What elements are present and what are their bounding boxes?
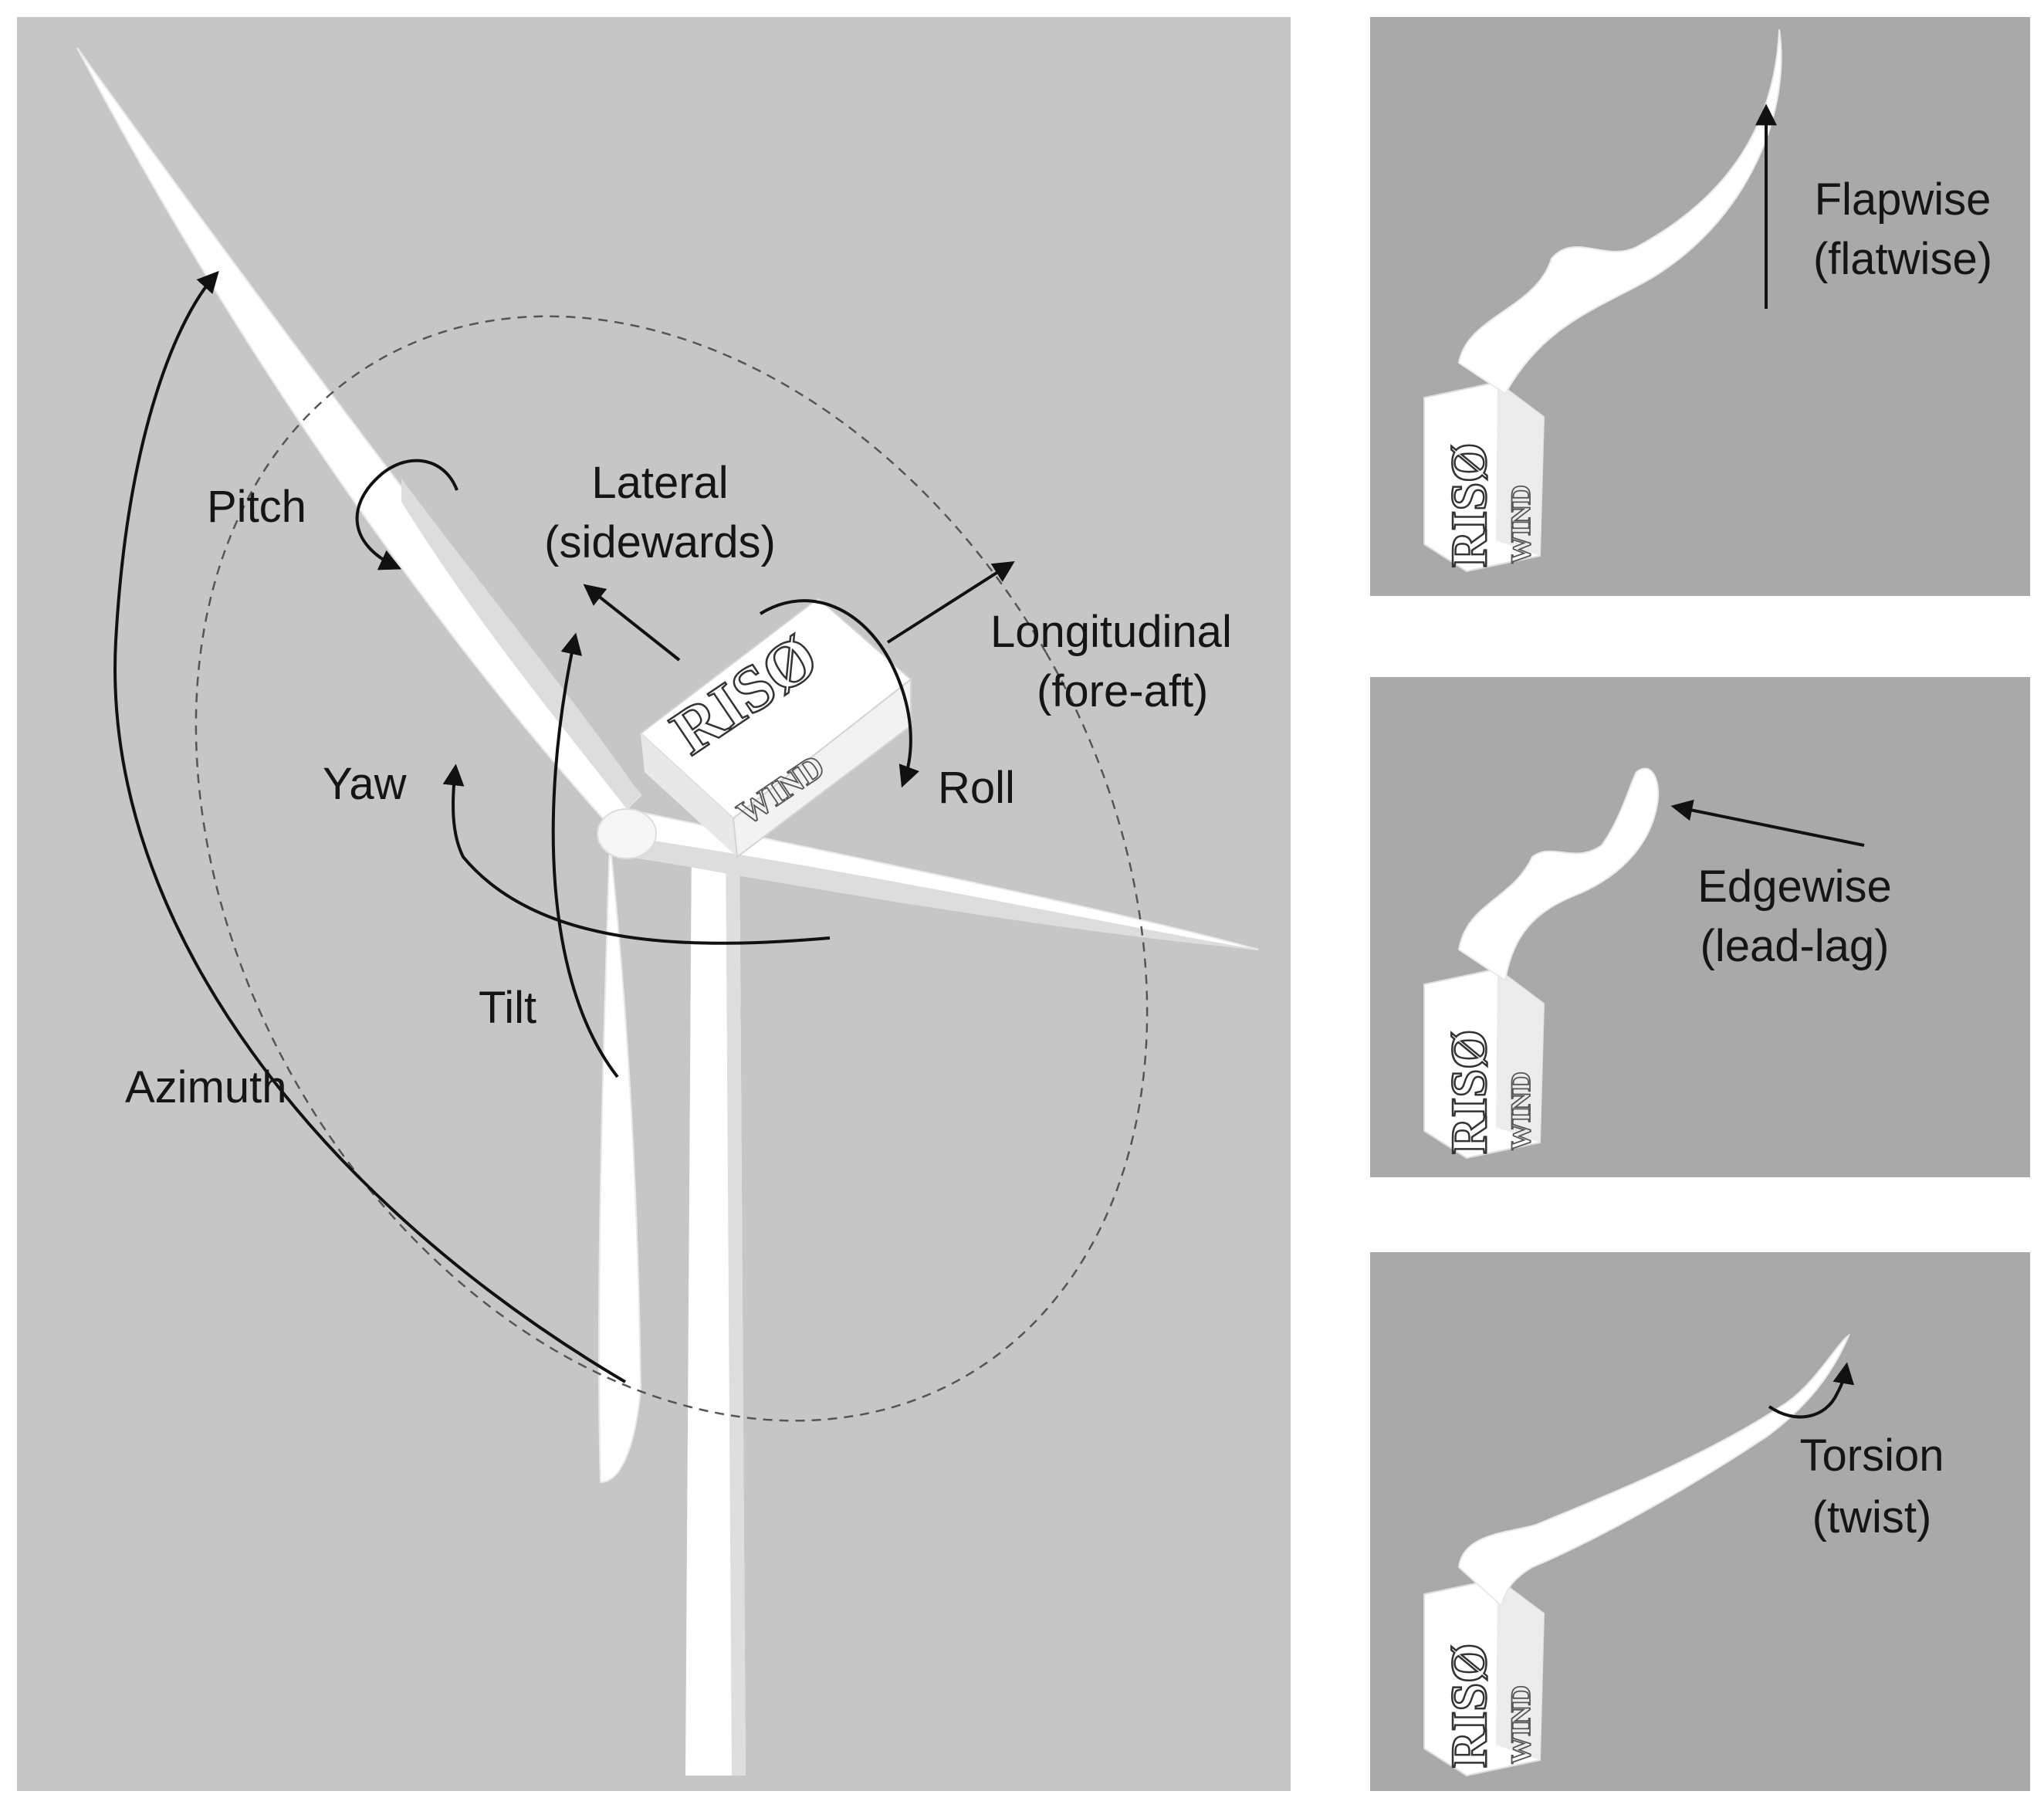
label-edgewise: Edgewise xyxy=(1697,862,1891,912)
edgewise-arrow-icon xyxy=(1670,799,1865,847)
torsion-logo-brand: RISØ xyxy=(1441,1644,1497,1768)
flapwise-logo-brand: RISØ xyxy=(1441,443,1497,567)
label-lead-lag: (lead-lag) xyxy=(1701,921,1890,971)
tilt-arrow-icon xyxy=(551,632,619,1078)
label-fore-aft: (fore-aft) xyxy=(1037,666,1208,716)
panel-flapwise: RISØ WIND Flapwise (flatwise) xyxy=(1370,17,2030,596)
roll-rotation-arrow-icon xyxy=(759,599,919,788)
label-longitudinal: Longitudinal xyxy=(990,607,1232,657)
label-torsion: Torsion xyxy=(1800,1430,1944,1481)
label-yaw: Yaw xyxy=(323,759,408,809)
panel-edgewise: RISØ WIND Edgewise (lead-lag) xyxy=(1370,677,2030,1177)
label-lateral: Lateral xyxy=(591,458,728,508)
label-sidewards: (sidewards) xyxy=(544,517,776,567)
nacelle: RISØ WIND xyxy=(639,597,912,858)
flapwise-logo-sub: WIND xyxy=(1505,485,1536,564)
blade-right xyxy=(632,809,1259,950)
torsion-logo-sub: WIND xyxy=(1505,1685,1536,1764)
label-twist: (twist) xyxy=(1812,1492,1932,1542)
lateral-arrow-icon xyxy=(583,584,681,662)
edgewise-logo-brand: RISØ xyxy=(1441,1030,1497,1154)
hub xyxy=(597,808,657,859)
label-flapwise: Flapwise xyxy=(1815,174,1992,225)
panel-torsion: RISØ WIND Torsion (twist) xyxy=(1370,1252,2030,1791)
torsion-rotation-arrow-icon xyxy=(1768,1362,1855,1419)
pitch-rotation-arrow-icon xyxy=(355,459,459,571)
azimuth-arrow-icon xyxy=(113,270,627,1383)
label-pitch: Pitch xyxy=(207,482,306,532)
tower xyxy=(685,838,746,1776)
label-flatwise: (flatwise) xyxy=(1813,234,1992,284)
label-tilt: Tilt xyxy=(479,983,536,1033)
blade-lower xyxy=(597,841,642,1484)
longitudinal-arrow-icon xyxy=(886,560,1015,644)
azimuth-path-dashed-ellipse xyxy=(195,315,1149,1422)
label-azimuth: Azimuth xyxy=(125,1062,287,1112)
label-roll: Roll xyxy=(938,763,1015,813)
edgewise-logo-sub: WIND xyxy=(1505,1072,1536,1150)
yaw-arrow-icon xyxy=(442,763,831,945)
